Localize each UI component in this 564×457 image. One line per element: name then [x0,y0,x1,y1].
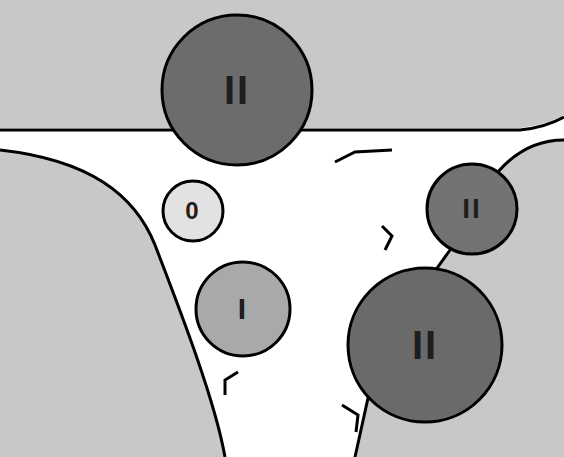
stage-circle: I [194,260,292,358]
chevron-mark [382,226,392,250]
stage-number: II [224,68,250,113]
chevron-mark [225,372,238,395]
left-wall [0,150,225,457]
stage-circle: II [425,162,519,256]
stage-number: II [462,193,482,225]
stage-number: I [238,292,248,326]
stage-circle: II [160,13,314,167]
stage-number: II [412,323,438,368]
chevron-mark [342,405,358,432]
channel-lumen [0,115,564,457]
stage-circle: II [346,266,504,424]
stage-circle: 0 [161,179,225,243]
stage-number: 0 [185,197,200,225]
chevron-mark [335,150,392,162]
